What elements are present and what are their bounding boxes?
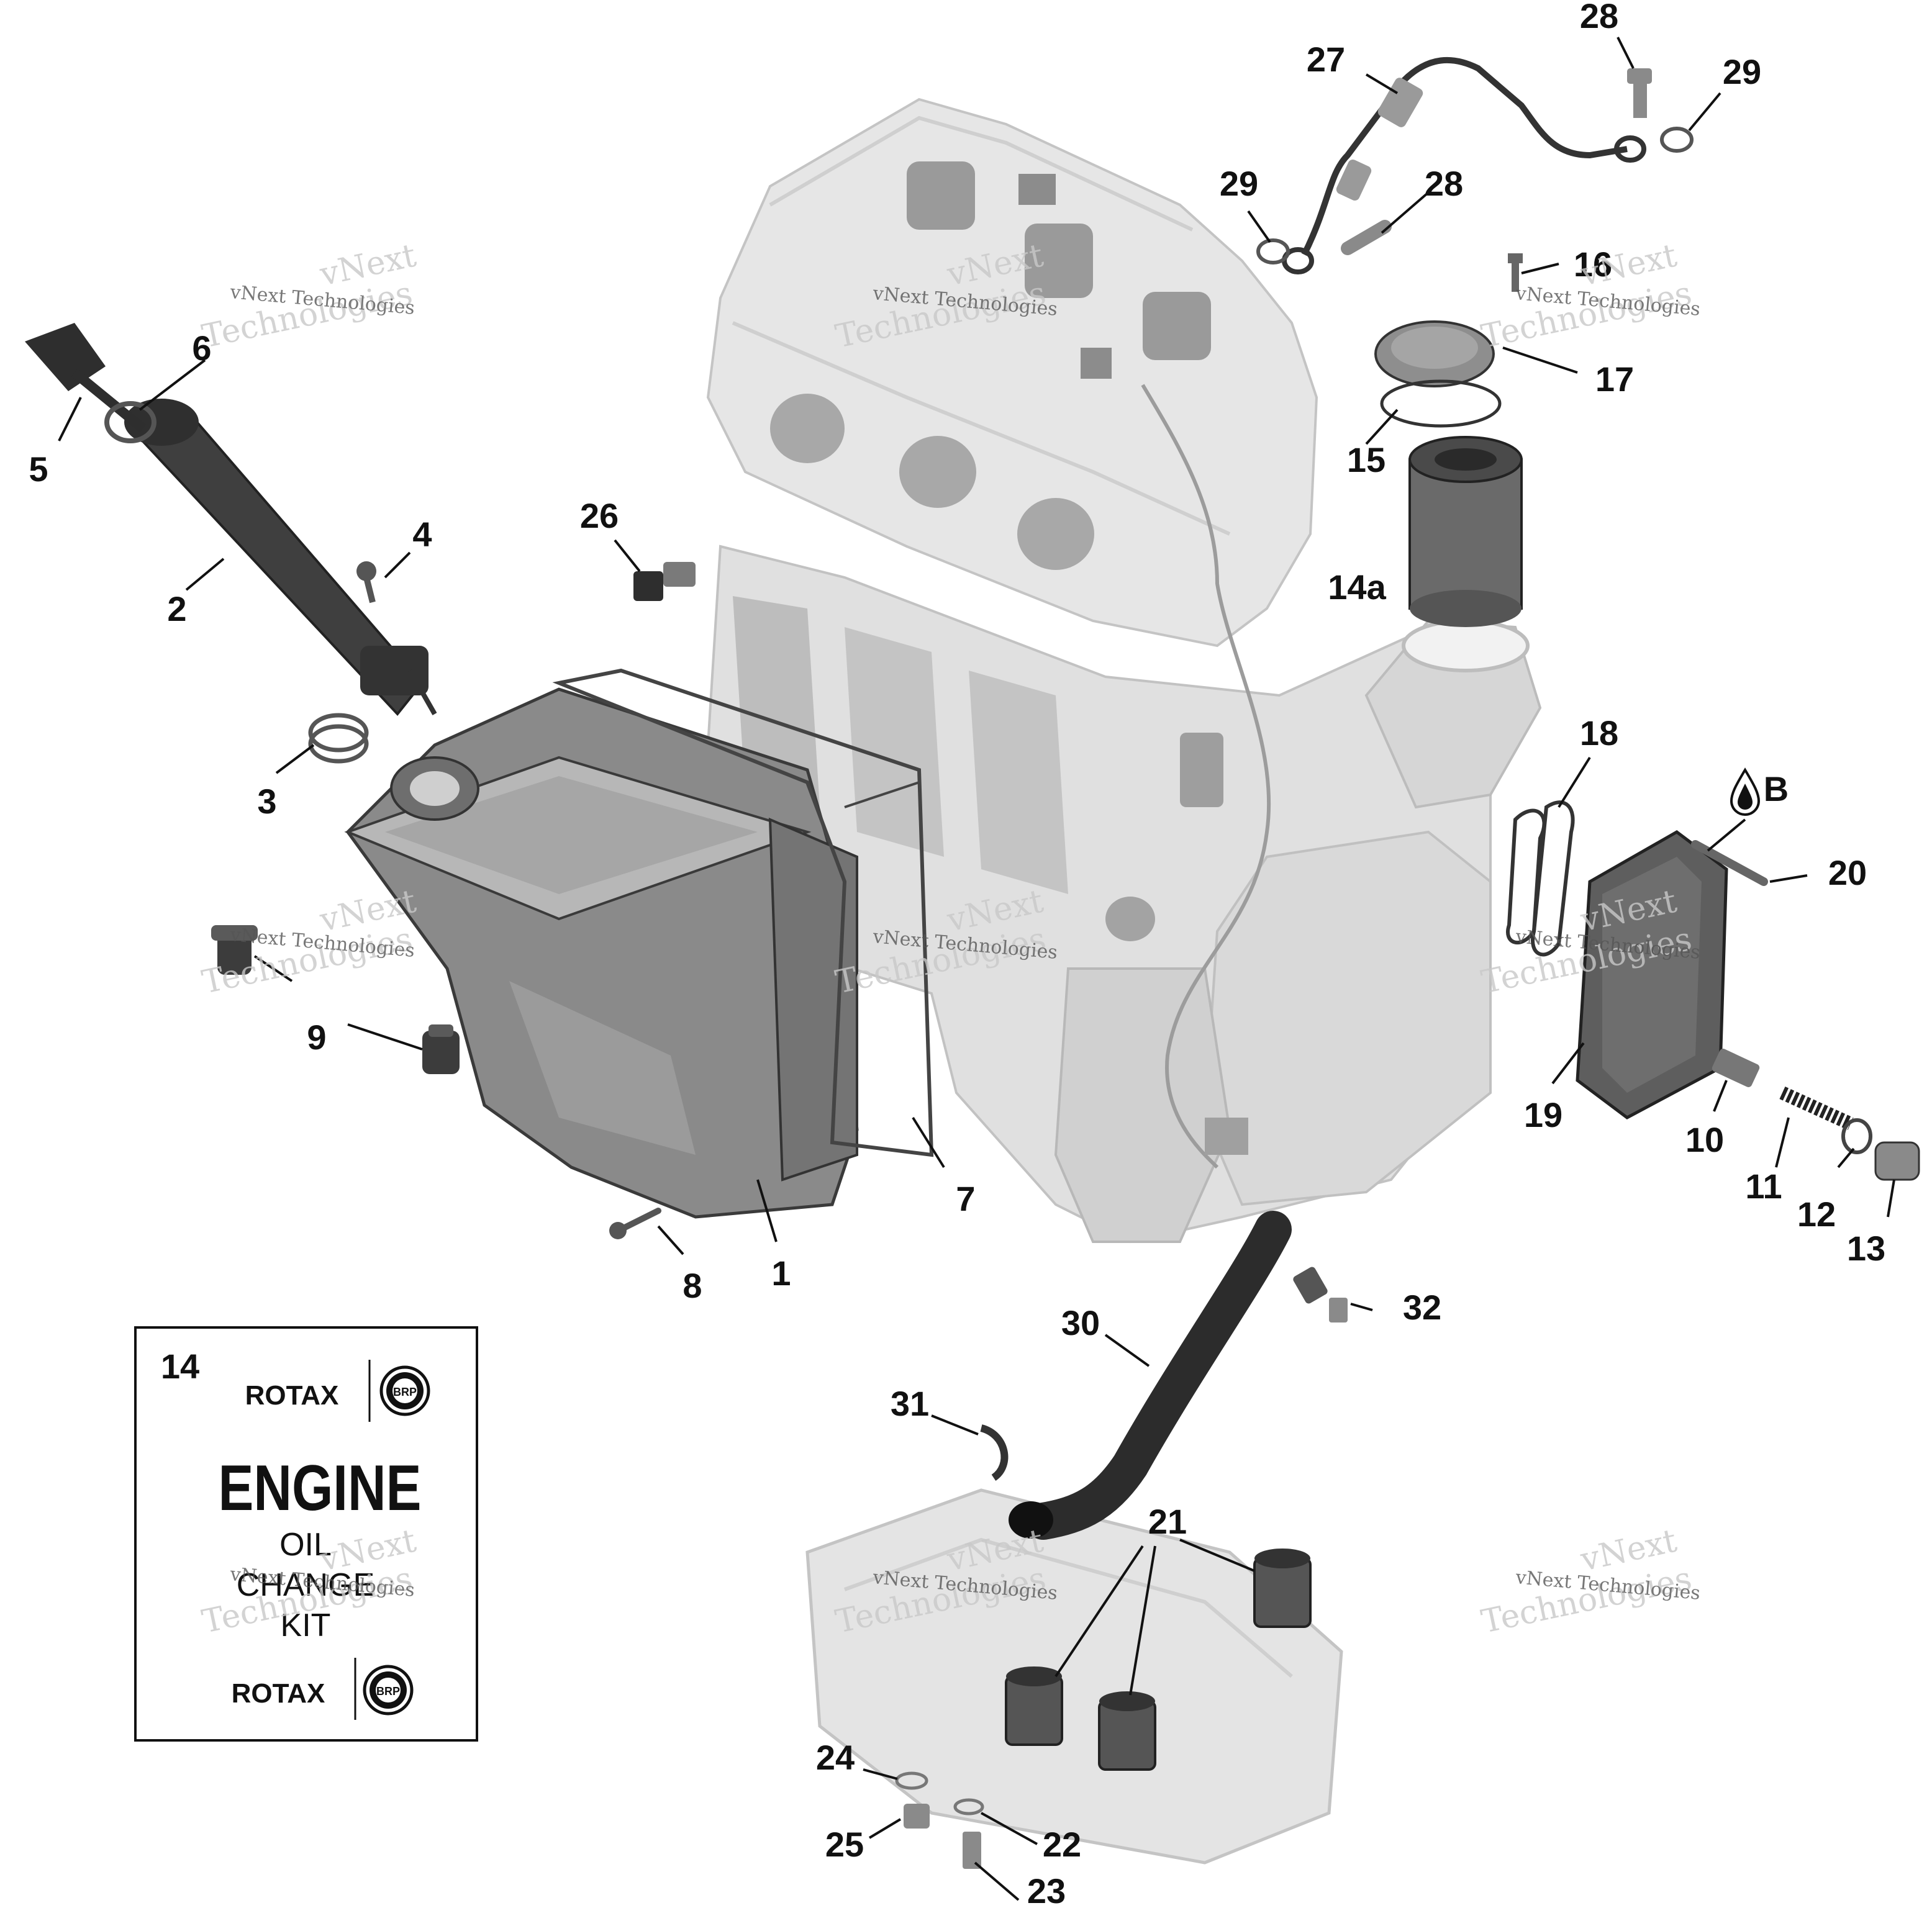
brp-badge-bottom-label: BRP xyxy=(376,1685,400,1698)
callout-B: B xyxy=(1764,769,1789,808)
sump-plug-a xyxy=(904,1804,930,1829)
dipstick-oring xyxy=(104,401,156,443)
callout-11: 11 xyxy=(1745,1167,1782,1206)
callout-30: 30 xyxy=(1061,1303,1100,1342)
callout-2: 2 xyxy=(167,589,186,628)
leader-lines xyxy=(58,37,1895,1901)
callout-5: 5 xyxy=(29,450,48,489)
kit-line-change: CHANGE xyxy=(237,1567,374,1603)
sump-washer-a xyxy=(895,1771,928,1790)
brp-badge-bottom: BRP xyxy=(363,1665,414,1716)
callout-18: 18 xyxy=(1580,713,1618,753)
callout-28-lower: 28 xyxy=(1425,164,1463,203)
cooler-bolt xyxy=(1691,840,1768,886)
oil-pan xyxy=(344,687,859,1219)
callout-labels: 1 2 3 4 5 6 7 8 9 10 11 12 13 14a 15 16 … xyxy=(29,0,1885,1908)
callout-4: 4 xyxy=(412,515,432,554)
sump-plug-b xyxy=(963,1832,981,1869)
temp-sensor xyxy=(1293,1267,1348,1322)
callout-10: 10 xyxy=(1685,1120,1724,1159)
pickup-clamp xyxy=(980,1424,1009,1481)
callout-9: 9 xyxy=(307,1018,326,1057)
callout-12: 12 xyxy=(1797,1195,1836,1234)
callout-32: 32 xyxy=(1403,1288,1441,1327)
oil-filter-cover xyxy=(1374,320,1495,387)
callout-26: 26 xyxy=(580,496,619,535)
oil-cooler xyxy=(1576,830,1728,1119)
kit-number: 14 xyxy=(161,1347,199,1386)
callout-23: 23 xyxy=(1027,1871,1066,1908)
oil-change-kit-box: 14 ROTAX BRP ENGINE OIL CHANGE KIT ROTAX… xyxy=(134,1326,478,1742)
callout-25: 25 xyxy=(825,1825,864,1864)
callout-24: 24 xyxy=(816,1738,855,1777)
washer-upper xyxy=(1660,127,1694,153)
callout-3: 3 xyxy=(257,782,276,821)
oil-pan-gasket xyxy=(552,668,934,1157)
banjo-bolt-lower xyxy=(1341,220,1392,255)
cooler-sleeve xyxy=(1712,1049,1760,1087)
washer-lower xyxy=(1256,238,1290,264)
oil-filter xyxy=(1408,436,1523,627)
dipstick xyxy=(25,323,147,433)
oil-drop-icon xyxy=(1730,767,1761,816)
kit-line-kit: KIT xyxy=(281,1607,331,1644)
oil-pressure-sensor xyxy=(633,562,696,601)
drain-plug-upper xyxy=(211,925,258,975)
pickup-tube xyxy=(1009,1211,1292,1540)
callout-29-upper: 29 xyxy=(1723,52,1761,91)
oil-line xyxy=(1282,57,1646,274)
brp-badge-top: BRP xyxy=(379,1365,430,1416)
callout-8: 8 xyxy=(683,1266,702,1305)
kit-line-oil: OIL xyxy=(279,1527,332,1563)
callout-15: 15 xyxy=(1347,440,1386,479)
callout-29-lower: 29 xyxy=(1220,164,1258,203)
kit-brand-bottom: ROTAX xyxy=(232,1678,325,1709)
pan-bolt xyxy=(609,1208,661,1239)
callout-28-upper: 28 xyxy=(1580,0,1618,35)
callout-31: 31 xyxy=(891,1384,929,1423)
dipstick-tube xyxy=(124,399,437,717)
callout-13: 13 xyxy=(1847,1229,1885,1268)
callout-1: 1 xyxy=(771,1254,791,1293)
cover-bolt xyxy=(1508,253,1523,292)
callout-19: 19 xyxy=(1524,1095,1562,1134)
cooler-plug xyxy=(1874,1141,1920,1181)
cooler-spring xyxy=(1779,1086,1854,1131)
callout-27: 27 xyxy=(1307,40,1345,79)
banjo-bolt-upper xyxy=(1627,68,1652,118)
brp-badge-top-label: BRP xyxy=(393,1386,417,1398)
sump-washer-b xyxy=(953,1798,984,1815)
dipstick-bolt xyxy=(356,561,376,604)
cover-oring xyxy=(1380,379,1502,428)
callout-16: 16 xyxy=(1574,245,1612,284)
callout-6: 6 xyxy=(192,328,211,368)
callout-21: 21 xyxy=(1148,1502,1187,1541)
callout-20: 20 xyxy=(1828,853,1867,892)
strainer-screens xyxy=(1005,1549,1312,1771)
tube-orings xyxy=(308,713,369,764)
callout-17: 17 xyxy=(1595,359,1634,399)
kit-brand-top: ROTAX xyxy=(245,1380,339,1411)
cooler-oring xyxy=(1841,1118,1872,1154)
drain-plug-lower xyxy=(422,1024,460,1074)
sump-plate xyxy=(805,1488,1343,1865)
callout-7: 7 xyxy=(956,1179,975,1218)
callout-22: 22 xyxy=(1043,1825,1081,1864)
callout-14a: 14a xyxy=(1328,567,1386,607)
kit-title: ENGINE xyxy=(219,1452,422,1524)
